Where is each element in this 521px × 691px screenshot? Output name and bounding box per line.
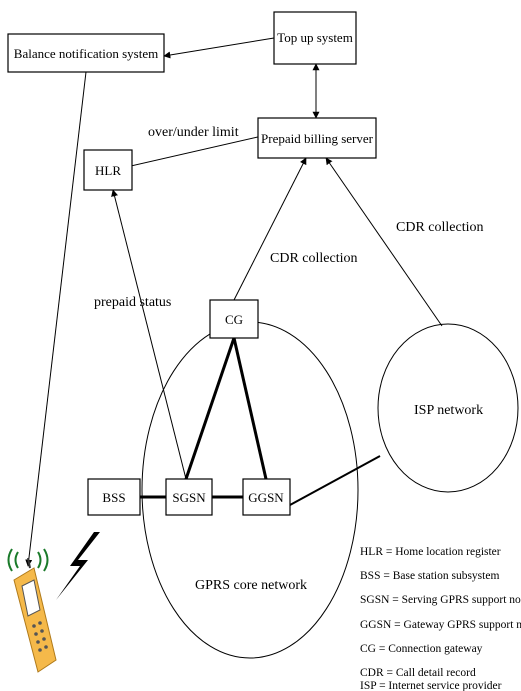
sgsn-to-hlr-arrow (111, 189, 187, 480)
legend-item-cdr: CDR = Call detail record (360, 667, 476, 679)
sgsn-node: SGSN (165, 478, 213, 516)
legend-item-hlr: HLR = Home location register (360, 546, 501, 558)
ggsn-node: GGSN (242, 478, 291, 516)
cg-node: CG (209, 299, 259, 339)
legend: HLR = Home location register BSS = Base … (360, 546, 521, 691)
cg-to-billing-arrow (233, 157, 307, 301)
hlr-node: HLR (83, 149, 133, 191)
mobile-phone-icon (7, 548, 57, 673)
prepaid-billing-label: Prepaid billing server (261, 131, 374, 146)
bss-label: BSS (102, 490, 125, 505)
billing-to-hlr-arrow (121, 135, 263, 171)
over-under-limit-label: over/under limit (148, 125, 239, 140)
legend-item-bss: BSS = Base station subsystem (360, 570, 499, 582)
sgsn-label: SGSN (172, 490, 206, 505)
balance-notification-label: Balance notification system (14, 46, 158, 61)
legend-item-sgsn: SGSN = Serving GPRS support node (360, 594, 521, 606)
ggsn-cg-link (232, 337, 268, 480)
cdr-collection-isp-label: CDR collection (396, 220, 484, 235)
bss-node: BSS (87, 478, 141, 516)
topup-system-label: Top up system (277, 30, 353, 45)
legend-item-ggsn: GGSN = Gateway GPRS support node (360, 619, 521, 631)
hlr-label: HLR (95, 163, 121, 178)
balance-notification-node: Balance notification system (7, 33, 165, 73)
balance-to-phone-arrow (25, 71, 87, 567)
lightning-icon (56, 532, 100, 600)
sgsn-cg-link (184, 337, 236, 480)
prepaid-status-label: prepaid status (94, 295, 171, 310)
isp-network-label: ISP network (414, 403, 483, 418)
cg-label: CG (225, 312, 243, 327)
ggsn-isp-link (289, 455, 381, 506)
topup-system-node: Top up system (273, 11, 357, 65)
prepaid-billing-node: Prepaid billing server (257, 117, 377, 159)
topup-to-balance-arrow (163, 37, 275, 59)
cdr-collection-cg-label: CDR collection (270, 251, 358, 266)
isp-to-billing-arrow (325, 157, 443, 327)
gprs-core-network-label: GPRS core network (195, 578, 307, 593)
legend-item-isp: ISP = Internet service provider (360, 680, 502, 691)
legend-item-cg: CG = Connection gateway (360, 643, 483, 655)
isp-network-region (377, 323, 519, 493)
ggsn-label: GGSN (248, 490, 284, 505)
